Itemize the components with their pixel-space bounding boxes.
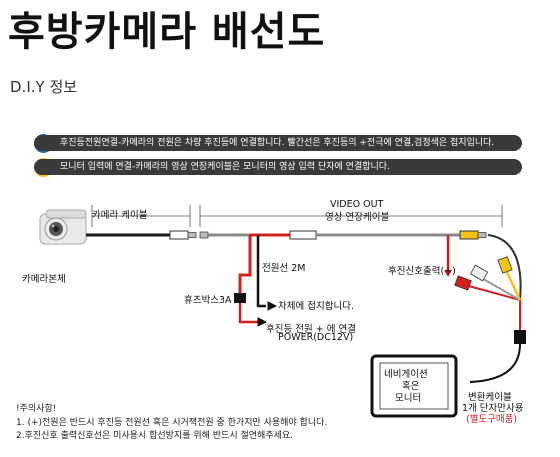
ground-label: 차체에 접지합니다. [278,301,354,312]
reverse-signal-label: 후진신호출력(+) [388,266,456,277]
step-2-banner: 모니터 입력에 연결-카메라의 영상 연장케이블은 모니터의 영상 입력 단자에… [34,159,522,175]
video-ext-label: 영상 연장케이블 [325,212,390,223]
video-out-label: VIDEO OUT [330,199,384,210]
power-wires [234,235,266,324]
page-subtitle: D.I.Y 정보 [10,78,78,96]
monitor-label-2: 혹은 [402,381,420,392]
step-1-banner: 후진등전원연결-카메라의 전원은 차량 후진등에 연결합니다. 빨간선은 후진등… [34,135,522,151]
camera-body-label: 카메라본체 [22,274,66,285]
rca-converter-cable [454,234,526,383]
page-title: 후방카메라 배선도 [8,9,326,55]
monitor-label-3: 모니터 [395,393,422,404]
converter-label-2: 1개 단자만사용 [462,403,524,414]
note-item-2: 2.후진신호 출력신호선은 미사용시 합선방지를 위해 반드시 절연해주세요. [16,431,294,441]
camera-body-icon [39,209,87,245]
camera-cable [86,230,197,240]
monitor-icon [370,354,458,418]
caution-notes: !주의사항! 1. (+)전원은 반드시 후진등 전원선 혹은 시거잭전원 중 … [16,403,327,444]
converter-label-1: 변환케이블 [468,392,512,403]
dimension-guides [91,205,503,227]
power-dc-label: POWER(DC12V) [278,332,354,343]
fuse-label: 휴즈박스3A [184,295,232,306]
camera-cable-label: 카메라 케이블 [92,210,148,221]
step-2-text: 모니터 입력에 연결-카메라의 영상 연장케이블은 모니터의 영상 입력 단자에… [60,162,390,172]
note-heading: !주의사항! [16,404,57,414]
converter-label-3: (별도구매품) [466,414,518,425]
step-1-text: 후진등전원연결-카메라의 전원은 차량 후진등에 연결합니다. 빨간선은 후진등… [60,138,495,148]
monitor-label-1: 네비게이션 [384,369,428,380]
arrows [257,263,452,327]
power-line-label: 전원선 2M [262,263,306,274]
video-extension-cable [199,230,487,263]
reverse-power-label: 후진등 전원 + 에 연결 [266,324,356,335]
note-item-1: 1. (+)전원은 반드시 후진등 전원선 혹은 시거잭전원 중 한가지만 사용… [16,417,328,428]
